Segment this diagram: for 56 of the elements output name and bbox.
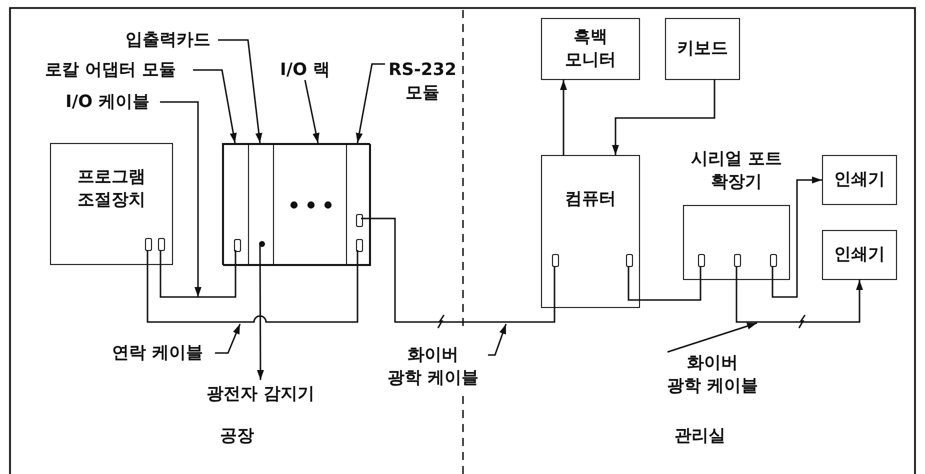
cable-line (736, 266, 863, 323)
cable-line (361, 218, 556, 323)
callout-label: 화이버 광학 케이블 (655, 352, 770, 397)
leader-line (218, 39, 262, 144)
box-label: 키보드 (676, 38, 729, 60)
rack-box (222, 143, 370, 265)
box-label: 인쇄기 (833, 244, 886, 266)
leader-line (356, 63, 385, 144)
contact-dot (259, 241, 265, 247)
callout-label: 광전자 감지기 (193, 380, 328, 408)
port-connector (698, 254, 705, 267)
signal-arrow (560, 80, 567, 155)
port-connector (552, 254, 559, 267)
device-box (822, 155, 897, 205)
callout-label: 화이버 광학 케이블 (378, 343, 488, 391)
port-connector (770, 254, 777, 267)
device-box (541, 155, 640, 308)
leader-line (667, 322, 758, 353)
leader-line (304, 80, 320, 144)
port-connector (145, 238, 152, 251)
box-label: 흑백 모니터 (564, 26, 617, 72)
module-slot (248, 144, 274, 266)
device-box (665, 18, 740, 80)
device-box (822, 230, 897, 280)
device-box (50, 143, 173, 265)
port-connector (356, 214, 363, 227)
box-label: 인쇄기 (833, 168, 886, 192)
callout-label: I/O 랙 (272, 60, 338, 80)
callout-label: I/O 케이블 (55, 92, 160, 112)
leader-line (215, 324, 241, 354)
port-connector (158, 238, 165, 251)
cable-line (160, 250, 236, 298)
module-slot (273, 144, 347, 266)
port-connector (234, 239, 241, 252)
callout-label: 연락 케이블 (100, 343, 215, 363)
callout-label: 로칼 어댑터 모듈 (28, 60, 193, 80)
callout-label: RS-232 모듈 (385, 56, 460, 108)
port-connector (626, 254, 633, 267)
signal-arrow (256, 245, 264, 380)
leader-line (488, 324, 507, 356)
area-label: 공장 (219, 425, 255, 448)
box-label: 프로그램 조절장치 (76, 166, 146, 212)
module-slot (223, 144, 249, 266)
module-slot (346, 144, 371, 266)
port-connector (356, 239, 363, 252)
device-box (541, 18, 640, 80)
box-label: 시리얼 포트 확장기 (690, 148, 783, 194)
cable-line (772, 176, 822, 298)
callout-label: 입출력카드 (118, 30, 218, 50)
leader-line (160, 101, 202, 297)
cable-line (628, 266, 702, 301)
signal-arrow (612, 80, 716, 155)
port-connector (734, 254, 741, 267)
area-label: 관리실 (674, 425, 726, 448)
box-label: 컴퓨터 (564, 188, 617, 211)
leader-line (193, 69, 237, 144)
